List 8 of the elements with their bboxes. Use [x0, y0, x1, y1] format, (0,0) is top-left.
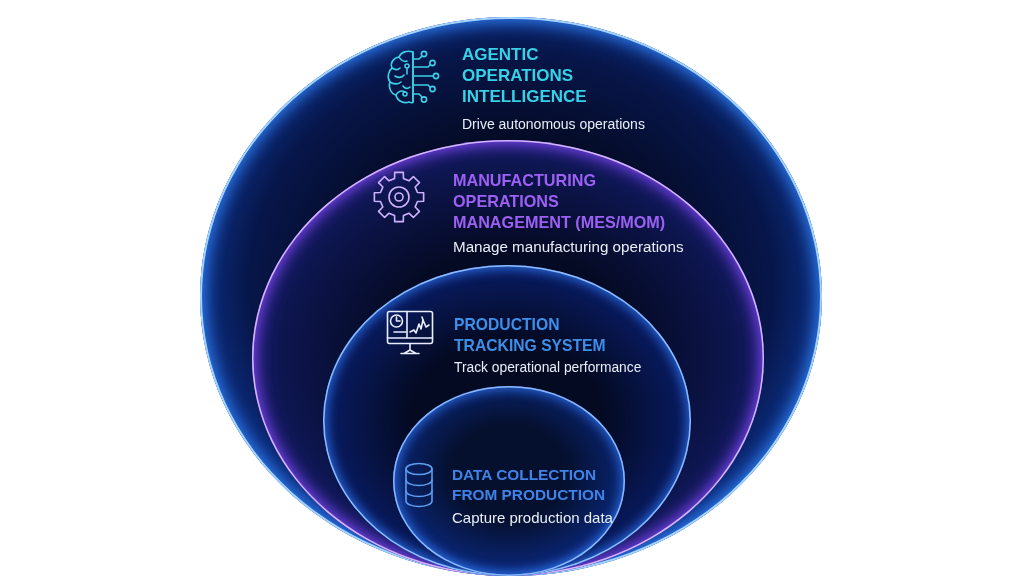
layer-description: Drive autonomous operations	[462, 116, 645, 133]
layer-description: Track operational performance	[454, 359, 642, 376]
layer-description: Capture production data	[452, 509, 613, 526]
layer-title: DATA COLLECTION FROM PRODUCTION	[452, 465, 607, 505]
layer-title: PRODUCTION TRACKING SYSTEM	[454, 315, 607, 356]
layer-title: AGENTIC OPERATIONS INTELLIGENCE	[462, 44, 588, 107]
layer-title: MANUFACTURING OPERATIONS MANAGEMENT (MES/MOM)	[453, 170, 667, 233]
layer-description: Manage manufacturing operations	[453, 238, 684, 255]
